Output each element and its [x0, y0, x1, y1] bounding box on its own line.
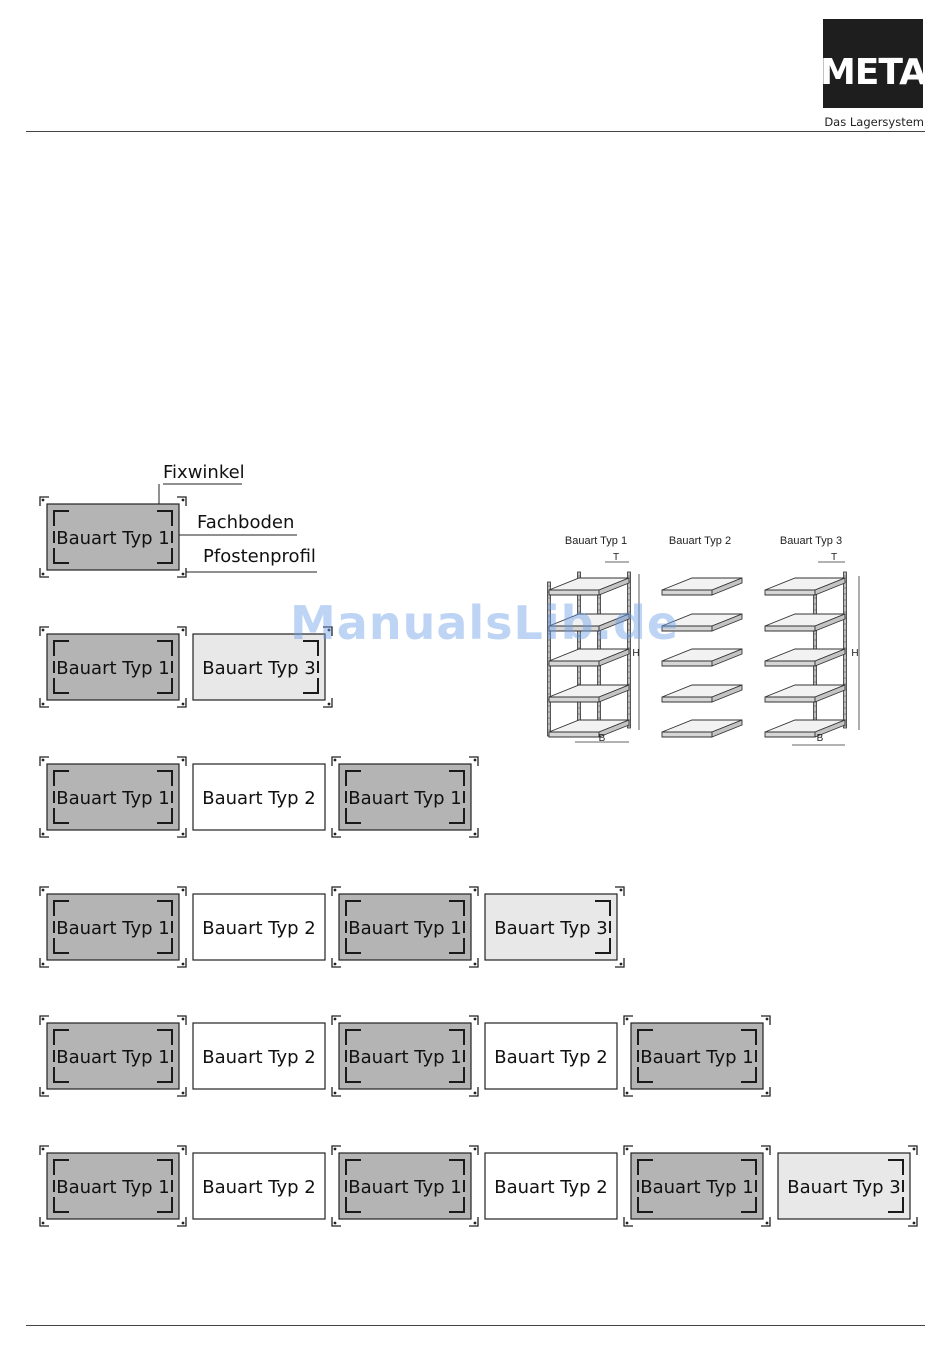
shelf-box-typ-2: Bauart Typ 2 — [192, 1022, 326, 1090]
rack-label: Bauart Typ 1 — [565, 535, 627, 547]
shelf-box-label: Bauart Typ 2 — [494, 1047, 607, 1068]
shelf-box-label: Bauart Typ 1 — [348, 788, 461, 809]
rack-typ-3 — [764, 561, 860, 746]
shelf-box-label: Bauart Typ 2 — [494, 1177, 607, 1198]
dimension-label: H — [632, 648, 639, 659]
footer-rule — [26, 1325, 925, 1326]
shelf-box-typ-1: Bauart Typ 1 — [331, 1015, 479, 1097]
legend-callouts: Fixwinkel Fachboden Pfostenprofil — [158, 462, 317, 573]
shelf-box-typ-2: Bauart Typ 2 — [192, 893, 326, 961]
brand-logo: META — [819, 19, 927, 108]
shelf-box-typ-3: Bauart Typ 3 — [777, 1145, 918, 1227]
dimension-label: B — [817, 733, 824, 744]
shelf-box-label: Bauart Typ 1 — [348, 918, 461, 939]
shelf-box-typ-3: Bauart Typ 3 — [484, 886, 625, 968]
shelf-box-label: Bauart Typ 1 — [56, 788, 169, 809]
shelf-box-typ-1: Bauart Typ 1 — [39, 1145, 187, 1227]
shelf-box-label: Bauart Typ 1 — [56, 1047, 169, 1068]
shelf-box-label: Bauart Typ 1 — [56, 1177, 169, 1198]
label-pfostenprofil: Pfostenprofil — [203, 546, 316, 567]
dimension-label: T — [613, 552, 619, 563]
shelf-box-typ-1: Bauart Typ 1 — [623, 1015, 771, 1097]
rack-illustrations: Bauart Typ 1 Bauart Typ 2 Bauart Typ 3 T H B T… — [547, 535, 860, 746]
shelf-box-label: Bauart Typ 2 — [202, 918, 315, 939]
shelf-box-typ-2: Bauart Typ 2 — [192, 1152, 326, 1220]
shelf-box-label: Bauart Typ 1 — [348, 1047, 461, 1068]
layout-row: Bauart Typ 1 Bauart Typ 2 Bauart Typ 1 Baua… — [39, 886, 625, 968]
shelf-box-label: Bauart Typ 1 — [640, 1047, 753, 1068]
header-rule — [26, 131, 925, 132]
brand-tagline: Das Lagersystem — [824, 115, 924, 129]
shelf-box-label: Bauart Typ 2 — [202, 1177, 315, 1198]
shelf-box-typ-1: Bauart Typ 1 — [623, 1145, 771, 1227]
layout-row: Bauart Typ 1 — [39, 496, 187, 578]
shelf-box-label: Bauart Typ 1 — [56, 918, 169, 939]
shelf-box-typ-1: Bauart Typ 1 — [39, 756, 187, 838]
shelf-box-typ-1: Bauart Typ 1 — [39, 1015, 187, 1097]
shelf-box-label: Bauart Typ 3 — [494, 918, 607, 939]
shelf-box-label: Bauart Typ 1 — [640, 1177, 753, 1198]
shelf-box-typ-1: Bauart Typ 1 — [39, 886, 187, 968]
shelf-box-typ-1: Bauart Typ 1 — [331, 756, 479, 838]
shelf-box-typ-2: Bauart Typ 2 — [484, 1022, 618, 1090]
shelf-box-typ-2: Bauart Typ 2 — [484, 1152, 618, 1220]
rack-label: Bauart Typ 3 — [780, 535, 842, 547]
dimension-label: H — [851, 648, 858, 659]
label-fixwinkel: Fixwinkel — [163, 462, 245, 483]
label-fachboden: Fachboden — [197, 512, 294, 533]
shelf-box-label: Bauart Typ 1 — [56, 528, 169, 549]
shelf-box-label: Bauart Typ 1 — [348, 1177, 461, 1198]
shelf-box-typ-2: Bauart Typ 2 — [192, 763, 326, 831]
shelf-box-typ-3: Bauart Typ 3 — [192, 626, 333, 708]
rack-label: Bauart Typ 2 — [669, 535, 731, 547]
rack-typ-2 — [661, 577, 743, 738]
layout-row: Bauart Typ 1 Bauart Typ 2 Bauart Typ 1 — [39, 756, 479, 838]
shelf-box-typ-1: Bauart Typ 1 — [39, 496, 187, 578]
dimension-label: T — [831, 552, 837, 563]
dimension-label: B — [599, 733, 606, 744]
shelf-box-label: Bauart Typ 2 — [202, 788, 315, 809]
rack-typ-1 — [547, 561, 640, 743]
layout-row: Bauart Typ 1 Bauart Typ 3 — [39, 626, 333, 708]
shelf-box-label: Bauart Typ 2 — [202, 1047, 315, 1068]
shelf-box-label: Bauart Typ 3 — [202, 658, 315, 679]
shelf-box-label: Bauart Typ 1 — [56, 658, 169, 679]
brand-name: META — [819, 52, 927, 93]
shelf-box-typ-1: Bauart Typ 1 — [331, 1145, 479, 1227]
shelf-box-label: Bauart Typ 3 — [787, 1177, 900, 1198]
layout-row: Bauart Typ 1 Bauart Typ 2 Bauart Typ 1 Baua… — [39, 1145, 918, 1227]
shelf-box-typ-1: Bauart Typ 1 — [39, 626, 187, 708]
shelf-box-typ-1: Bauart Typ 1 — [331, 886, 479, 968]
layout-row: Bauart Typ 1 Bauart Typ 2 Bauart Typ 1 Baua… — [39, 1015, 771, 1097]
